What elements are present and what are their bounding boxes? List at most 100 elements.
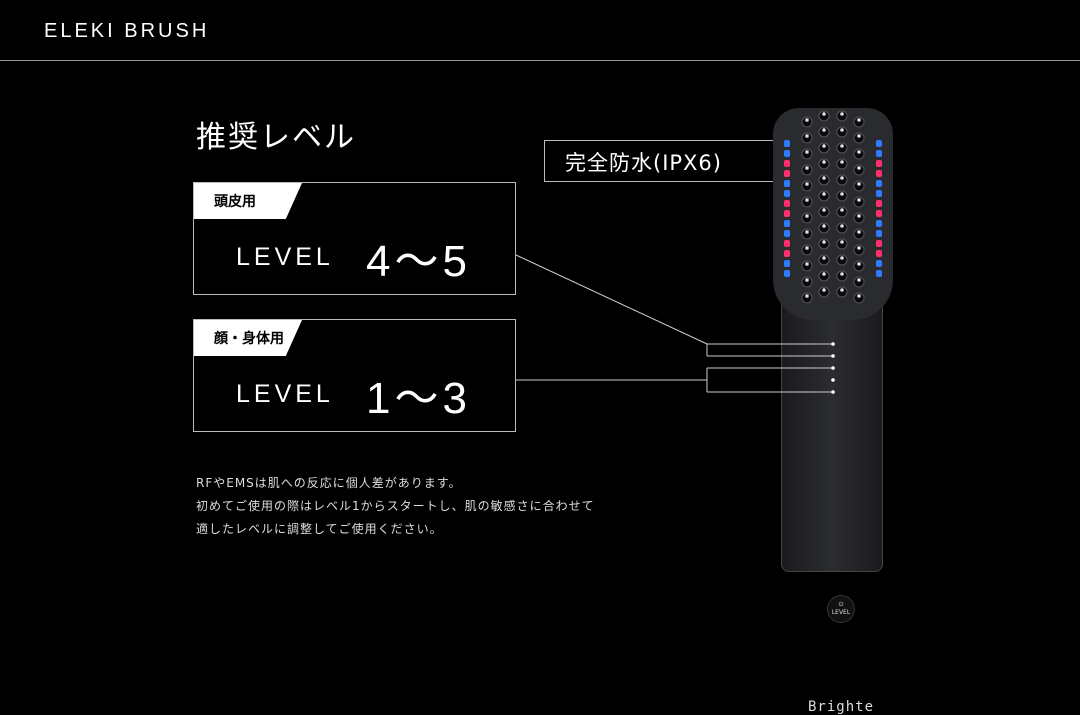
bristle-tip xyxy=(805,246,809,250)
level-tag: 顔・身体用 xyxy=(194,320,302,356)
bristle-tip xyxy=(857,198,861,202)
note-line: 初めてご使用の際はレベル1からスタートし、肌の敏感さに合わせて xyxy=(196,499,595,513)
led-light xyxy=(784,220,790,227)
indicator-dot xyxy=(831,366,835,370)
bristle-tip xyxy=(840,224,844,228)
bristle-tip xyxy=(805,118,809,122)
led-light xyxy=(784,240,790,247)
connector-lines xyxy=(515,254,835,394)
button-label: LEVEL xyxy=(831,609,851,616)
bristle-tip xyxy=(822,112,826,116)
bristle-tip xyxy=(805,150,809,154)
bristle-tip xyxy=(840,240,844,244)
bristle xyxy=(836,142,848,154)
bristle xyxy=(801,164,813,176)
bristle-tip xyxy=(857,278,861,282)
level-value: 1～3 xyxy=(366,374,471,423)
page-heading: 推奨レベル xyxy=(196,120,356,155)
brand-title: ELEKI BRUSH xyxy=(44,20,210,42)
bristle-tip xyxy=(857,166,861,170)
led-light xyxy=(784,150,790,157)
bristle xyxy=(801,244,813,256)
indicator-dot xyxy=(831,390,835,394)
bristle-tip xyxy=(857,246,861,250)
bristle xyxy=(836,286,848,298)
level-tag: 頭皮用 xyxy=(194,183,302,219)
bristle-tip xyxy=(805,214,809,218)
bristle xyxy=(801,260,813,272)
bristle-tip xyxy=(805,230,809,234)
level-value: 4～5 xyxy=(366,237,471,286)
bristle-tip xyxy=(857,150,861,154)
bristles-and-leds xyxy=(784,110,882,304)
led-light xyxy=(784,190,790,197)
bristle xyxy=(853,292,865,304)
bristle xyxy=(853,196,865,208)
led-light xyxy=(876,160,882,167)
bristle-tip xyxy=(857,118,861,122)
led-light xyxy=(876,190,882,197)
connector-scalp xyxy=(515,254,708,356)
bristle xyxy=(818,158,830,170)
led-light xyxy=(876,240,882,247)
bristle-tip xyxy=(857,134,861,138)
bristle-tip xyxy=(822,176,826,180)
indicator-dot xyxy=(831,378,835,382)
bristle-tip xyxy=(857,262,861,266)
bristle xyxy=(801,132,813,144)
led-light xyxy=(876,200,882,207)
bristle-tip xyxy=(840,192,844,196)
led-light xyxy=(784,180,790,187)
bristle xyxy=(818,238,830,250)
led-light xyxy=(876,220,882,227)
bristle xyxy=(836,174,848,186)
bristle xyxy=(801,228,813,240)
bristle xyxy=(836,254,848,266)
bristle xyxy=(853,116,865,128)
bristle xyxy=(818,110,830,122)
led-light xyxy=(876,180,882,187)
bristle-tip xyxy=(822,288,826,292)
bristle-tip xyxy=(840,144,844,148)
bristle xyxy=(836,238,848,250)
bristle-tip xyxy=(840,160,844,164)
bristle-tip xyxy=(822,256,826,260)
divider xyxy=(0,60,1080,61)
led-light xyxy=(876,270,882,277)
bristle xyxy=(836,126,848,138)
bristle-tip xyxy=(822,224,826,228)
led-light xyxy=(784,260,790,267)
led-light xyxy=(876,230,882,237)
bristle xyxy=(818,142,830,154)
bristle-tip xyxy=(822,240,826,244)
bristle-tip xyxy=(805,134,809,138)
bristle xyxy=(801,292,813,304)
bristle xyxy=(801,116,813,128)
led-light xyxy=(784,140,790,147)
bristle xyxy=(836,270,848,282)
led-light xyxy=(784,250,790,257)
brush-device: ⏻LEVEL Brighte xyxy=(773,108,893,715)
bristle xyxy=(818,206,830,218)
led-light xyxy=(784,160,790,167)
led-light xyxy=(876,150,882,157)
bristle xyxy=(801,196,813,208)
bristle xyxy=(836,190,848,202)
led-light xyxy=(876,260,882,267)
bristle xyxy=(801,148,813,160)
bristle-tip xyxy=(840,176,844,180)
bristle-tip xyxy=(840,256,844,260)
waterproof-label: 完全防水(IPX6) xyxy=(544,140,774,182)
bristle xyxy=(818,254,830,266)
bristle xyxy=(853,260,865,272)
bristle xyxy=(818,222,830,234)
bristle-tip xyxy=(840,128,844,132)
bristle-tip xyxy=(822,144,826,148)
led-light xyxy=(784,200,790,207)
bristle-tip xyxy=(840,208,844,212)
bristle xyxy=(818,174,830,186)
bristle xyxy=(818,126,830,138)
led-light xyxy=(784,170,790,177)
bristle-tip xyxy=(805,294,809,298)
bristle xyxy=(836,222,848,234)
